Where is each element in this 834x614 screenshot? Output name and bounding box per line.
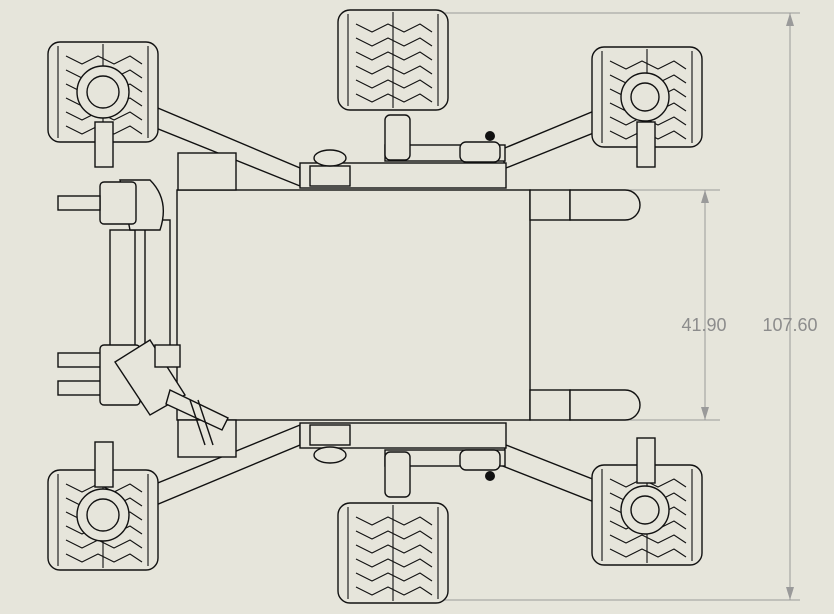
dimension-overall-width: 107.60 bbox=[400, 12, 818, 601]
inner-width-label: 41.90 bbox=[681, 315, 726, 335]
wheel-middle-left bbox=[337, 9, 449, 111]
wheel-front-right bbox=[47, 441, 159, 571]
robotic-arm bbox=[57, 179, 229, 446]
wheel-rear-right bbox=[591, 437, 703, 566]
wheel-middle-right bbox=[337, 502, 449, 604]
chassis-body bbox=[176, 152, 641, 458]
wheel-front-left bbox=[47, 41, 159, 168]
wheel-rear-left bbox=[591, 46, 703, 168]
overall-width-label: 107.60 bbox=[762, 315, 817, 335]
dimension-inner-width: 41.90 bbox=[600, 189, 727, 421]
